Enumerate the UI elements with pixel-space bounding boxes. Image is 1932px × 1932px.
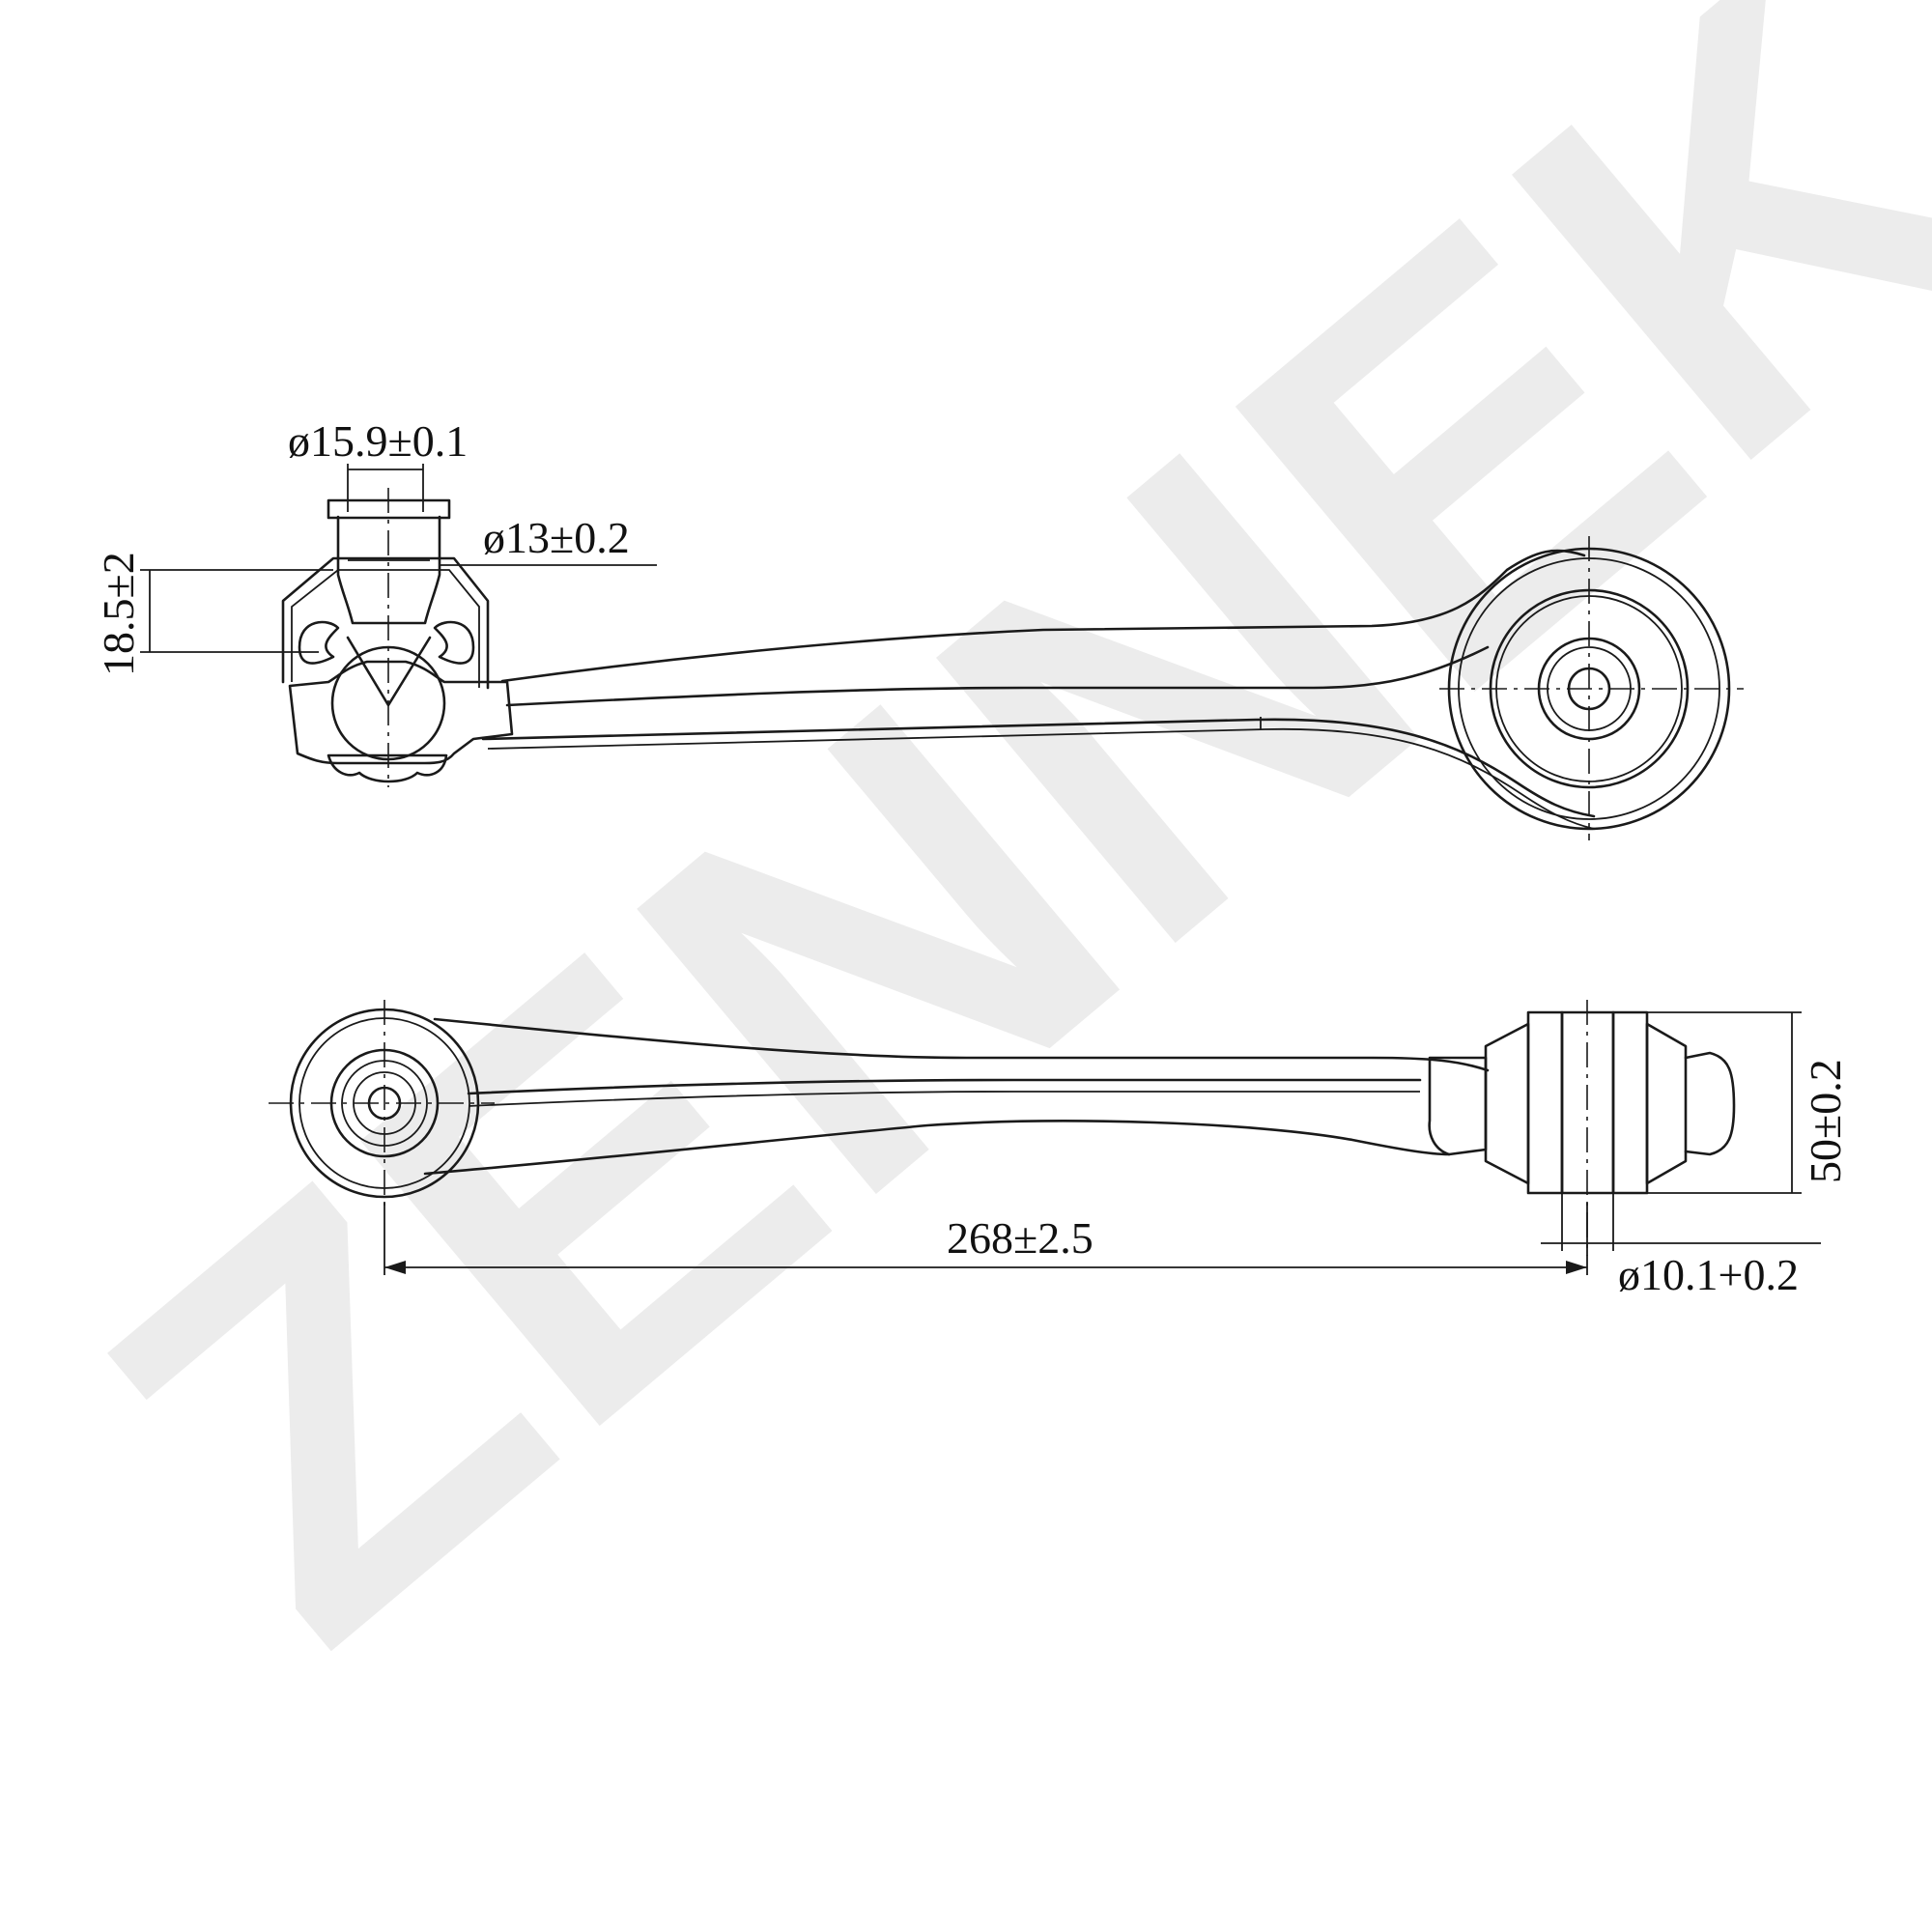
dust-boot-fold-right [433, 620, 475, 665]
dim-bushing-bore-label: ø10.1+0.2 [1618, 1250, 1799, 1299]
bottom-view: 50±0.2 268±2.5 ø10.1+0.2 [269, 1000, 1850, 1299]
top-arm-upper-edge [500, 549, 1586, 683]
bottom-arm-middle-edge [467, 1078, 1422, 1095]
dim-bushing-width-label: 50±0.2 [1801, 1059, 1850, 1183]
bottom-arm-lower-edge [423, 1120, 1451, 1176]
bushing-arm-hatch [1428, 1056, 1488, 1156]
dust-boot-inner [291, 569, 480, 688]
dust-boot-fold-left [298, 620, 340, 665]
top-arm-middle-edge [505, 645, 1490, 707]
bottom-arm-middle-edge-inner [468, 1091, 1420, 1107]
top-ball-joint-section [281, 488, 514, 787]
top-bushing-eye [1439, 536, 1744, 840]
bushing-outer-sleeve-right [1611, 1010, 1649, 1195]
bushing-outer-sleeve-left [1526, 1010, 1564, 1195]
bushing-rubber-right [1645, 1022, 1688, 1185]
dim-stud-diameter: ø15.9±0.1 [288, 416, 468, 512]
dim-taper-diameter: ø13±0.2 [440, 513, 657, 566]
bottom-bushing-end [1428, 1000, 1736, 1256]
dim-center-distance-label: 268±2.5 [947, 1213, 1094, 1263]
dust-boot [281, 556, 490, 690]
ball-joint-bottom-plug [327, 753, 448, 783]
bottom-arm-upper-edge [433, 1017, 1490, 1072]
dim-taper-height-label: 18.5±2 [94, 552, 143, 676]
ball-joint-housing [288, 660, 514, 765]
bushing-rubber [1484, 1022, 1530, 1185]
bushing-cap [1684, 1051, 1736, 1156]
top-arm-lower-edge [481, 718, 1596, 818]
dim-stud-diameter-label: ø15.9±0.1 [288, 416, 468, 466]
bottom-ball-joint-end [269, 1000, 495, 1208]
dim-center-distance: 268±2.5 [384, 1203, 1588, 1275]
dim-taper-height: 18.5±2 [94, 552, 333, 676]
top-view: ø15.9±0.1 ø13±0.2 18.5±2 [94, 416, 1744, 840]
dim-taper-diameter-label: ø13±0.2 [483, 513, 630, 562]
dim-bushing-bore: ø10.1+0.2 [1541, 1193, 1821, 1299]
dim-bushing-width: 50±0.2 [1647, 1011, 1850, 1194]
watermark-text: ZENNEK [4, 0, 1932, 1749]
watermark: ZENNEK [4, 0, 1932, 1749]
